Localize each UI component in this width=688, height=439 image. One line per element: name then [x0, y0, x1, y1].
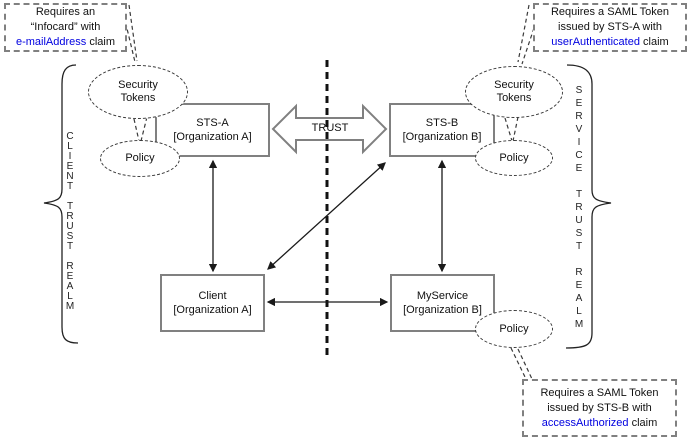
trust-arrow-label: TRUST	[311, 122, 349, 134]
ellipse-security-tokens-left-label: Security Tokens	[118, 79, 158, 104]
callout-tr-claim: userAuthenticated	[551, 36, 640, 48]
trust-double-arrow	[271, 103, 388, 155]
tail-topleft-callout	[128, 4, 138, 62]
ellipse-policy-service: Policy	[475, 310, 553, 348]
tail-topright-callout	[517, 4, 530, 63]
node-myservice-title: MyService	[416, 290, 469, 302]
node-myservice-subtitle: [Organization B]	[403, 304, 482, 316]
callout-br-line1: Requires a SAML Token	[540, 386, 659, 399]
ellipse-policy-left: Policy	[100, 140, 180, 177]
tail-bottomright-callout	[510, 347, 527, 380]
callout-br-suffix: claim	[628, 416, 658, 429]
callout-br-claim: accessAuthorized	[541, 416, 629, 429]
ellipse-policy-right-label: Policy	[499, 151, 529, 164]
node-myservice: MyService [Organization B]	[390, 274, 495, 332]
callout-tr-line2: issued by STS-A with	[558, 21, 662, 33]
callout-br-line2: issued by STS-B with	[547, 401, 652, 414]
callout-tr-line3: userAuthenticated claim	[551, 35, 668, 50]
callout-tl-line1: Requires an	[35, 6, 96, 18]
callout-tl-claim: e-mailAddress	[15, 36, 87, 48]
node-sts-b-title: STS-B	[425, 117, 459, 129]
ellipse-security-tokens-left: Security Tokens	[88, 65, 188, 119]
connector-tokens-policy-left	[133, 118, 140, 142]
callout-tl-line3: e-mailAddress claim	[16, 35, 115, 50]
ellipse-policy-right: Policy	[475, 140, 553, 176]
connector-tokens-policy-right-2	[512, 116, 519, 142]
node-sts-b: STS-B [Organization B]	[389, 103, 495, 157]
node-client-title: Client	[198, 290, 227, 302]
tail-topright-callout-2	[521, 27, 535, 65]
connector-tokens-policy-left-2	[140, 116, 148, 142]
node-client-subtitle: [Organization A]	[173, 304, 252, 316]
callout-br-line3: accessAuthorized claim	[542, 416, 658, 431]
arrow-client-stsb-diagonal	[267, 162, 386, 270]
ellipse-policy-left-label: Policy	[125, 152, 155, 164]
node-sts-a-subtitle: [Organization A]	[173, 131, 252, 143]
callout-tl-line2: “Infocard” with	[30, 21, 101, 33]
ellipse-policy-service-label: Policy	[499, 322, 529, 335]
node-sts-a-title: STS-A	[196, 117, 229, 129]
client-realm-brace	[43, 64, 79, 344]
tail-bottomright-callout-2	[517, 348, 533, 380]
callout-infocard-requirement: Requires an “Infocard” with e-mailAddres…	[4, 3, 127, 52]
service-realm-brace	[565, 64, 612, 349]
ellipse-security-tokens-right: Security Tokens	[465, 66, 563, 118]
connector-tokens-policy-right	[504, 117, 513, 142]
callout-stsa-token-requirement: Requires a SAML Token issued by STS-A wi…	[533, 3, 687, 52]
callout-stsb-token-requirement: Requires a SAML Token issued by STS-B wi…	[522, 379, 677, 437]
node-client: Client [Organization A]	[160, 274, 265, 332]
callout-tr-suffix: claim	[639, 36, 669, 48]
callout-tl-suffix: claim	[86, 36, 116, 48]
ellipse-security-tokens-right-label: Security Tokens	[494, 79, 534, 104]
node-sts-b-subtitle: [Organization B]	[402, 131, 482, 143]
callout-tr-line1: Requires a SAML Token	[550, 6, 669, 18]
